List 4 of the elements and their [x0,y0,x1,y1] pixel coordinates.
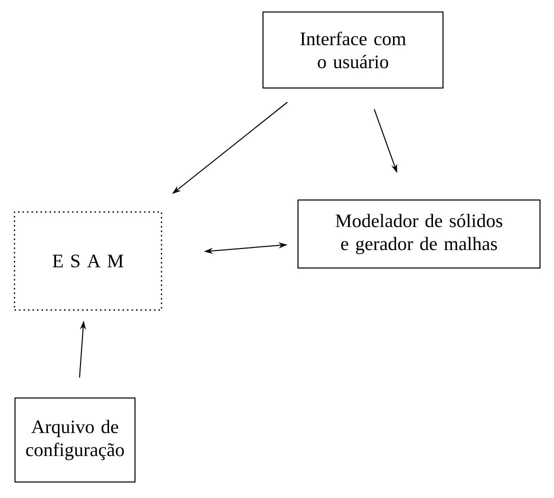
process-box: Interface com o usuário [262,12,444,88]
process-box: Modelador de sólidos e gerador de malhas [298,200,540,268]
module-box: E S A M [14,211,162,311]
process-box: Arquivo de configuração [14,398,136,482]
